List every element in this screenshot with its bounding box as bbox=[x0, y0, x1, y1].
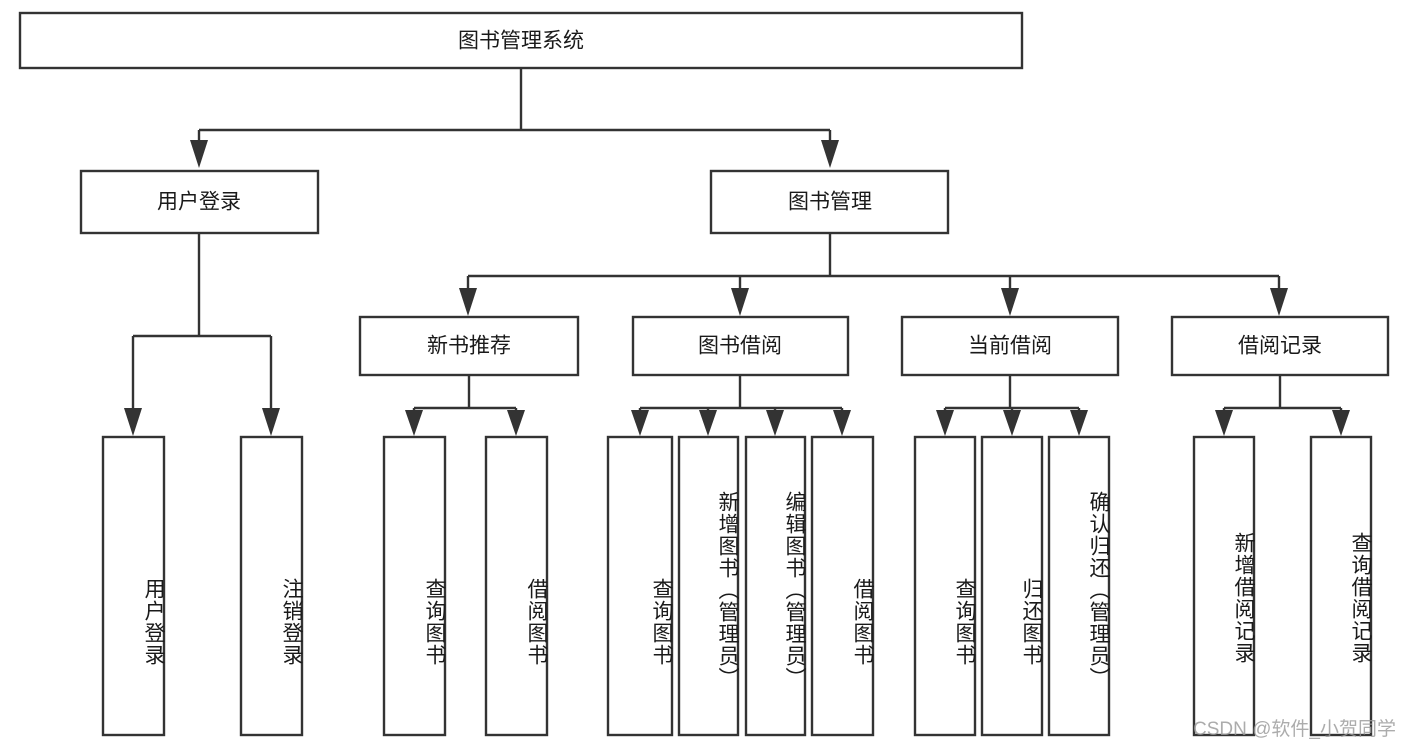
csdn-watermark: CSDN @软件_小贺同学 bbox=[1193, 719, 1396, 740]
node-book-mgmt-label: 图书管理 bbox=[788, 191, 872, 214]
node-book-borrow-box[interactable] bbox=[631, 315, 850, 377]
node-new-book-box[interactable] bbox=[358, 315, 580, 377]
arrowhead-book-borrow-leaf-2 bbox=[699, 410, 717, 436]
leaf-current-borrow-3-box[interactable] bbox=[1047, 435, 1111, 737]
node-book-borrow-label: 图书借阅 bbox=[698, 335, 782, 358]
arrowhead-new-book-leaf-1 bbox=[405, 410, 423, 436]
leaf-book-borrow-1-box[interactable] bbox=[606, 435, 674, 737]
arrowhead-user-login-leaf-1 bbox=[124, 408, 142, 436]
node-borrow-record-box[interactable] bbox=[1170, 315, 1390, 377]
node-current-borrow-box[interactable] bbox=[900, 315, 1120, 377]
arrowhead-current-borrow-leaf-1 bbox=[936, 410, 954, 436]
arrowhead-current-borrow-leaf-2 bbox=[1003, 410, 1021, 436]
leaf-new-book-1-box[interactable] bbox=[382, 435, 447, 737]
node-current-borrow-label: 当前借阅 bbox=[968, 335, 1052, 358]
arrowhead-to-new-book bbox=[459, 288, 477, 316]
arrowhead-root-to-user-login bbox=[190, 140, 208, 168]
arrowhead-user-login-leaf-2 bbox=[262, 408, 280, 436]
leaf-borrow-record-1-box[interactable] bbox=[1192, 435, 1256, 737]
arrowhead-book-borrow-leaf-3 bbox=[766, 410, 784, 436]
leaf-book-borrow-2-box[interactable] bbox=[677, 435, 740, 737]
leaf-book-borrow-4-box[interactable] bbox=[810, 435, 875, 737]
arrowhead-to-borrow-record bbox=[1270, 288, 1288, 316]
leaf-book-borrow-3-box[interactable] bbox=[744, 435, 807, 737]
arrowhead-borrow-record-leaf-1 bbox=[1215, 410, 1233, 436]
arrowhead-book-borrow-leaf-1 bbox=[631, 410, 649, 436]
arrowhead-to-current-borrow bbox=[1001, 288, 1019, 316]
leaf-user-login-1-box[interactable] bbox=[101, 435, 166, 737]
node-root-box[interactable] bbox=[18, 11, 1024, 70]
leaf-user-login-2-box[interactable] bbox=[239, 435, 304, 737]
node-new-book-label: 新书推荐 bbox=[427, 335, 511, 358]
leaf-current-borrow-1-box[interactable] bbox=[913, 435, 977, 737]
node-borrow-record-label: 借阅记录 bbox=[1238, 335, 1322, 358]
arrowhead-to-book-borrow bbox=[731, 288, 749, 316]
node-root-label: 图书管理系统 bbox=[458, 30, 584, 53]
node-book-mgmt-box[interactable] bbox=[709, 169, 950, 235]
leaf-current-borrow-2-box[interactable] bbox=[980, 435, 1044, 737]
node-user-login-label: 用户登录 bbox=[157, 191, 241, 214]
arrowhead-new-book-leaf-2 bbox=[507, 410, 525, 436]
leaf-new-book-2-box[interactable] bbox=[484, 435, 549, 737]
arrowhead-root-to-book-mgmt bbox=[821, 140, 839, 168]
arrowhead-current-borrow-leaf-3 bbox=[1070, 410, 1088, 436]
arrowhead-book-borrow-leaf-4 bbox=[833, 410, 851, 436]
leaf-borrow-record-2-box[interactable] bbox=[1309, 435, 1373, 737]
arrowhead-borrow-record-leaf-2 bbox=[1332, 410, 1350, 436]
